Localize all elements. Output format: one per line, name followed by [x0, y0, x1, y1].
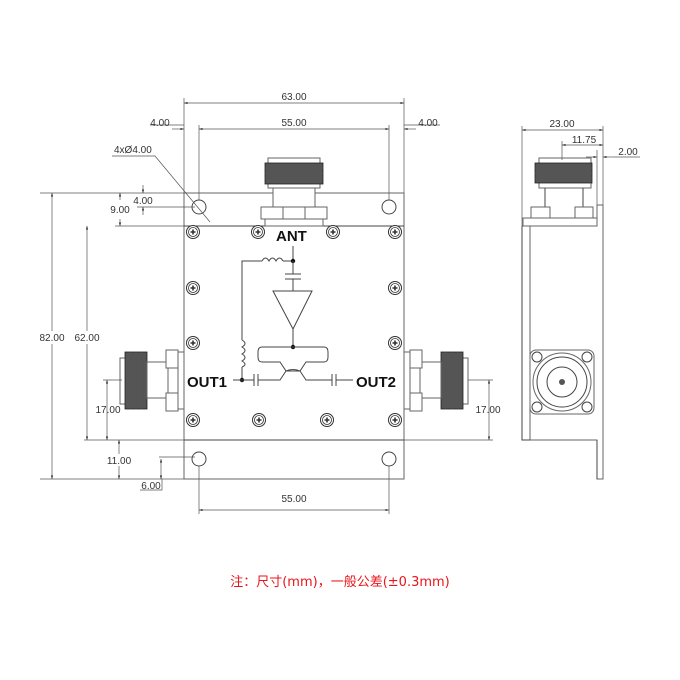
- out1-label: OUT1: [187, 374, 227, 391]
- out2-connector: [403, 349, 469, 412]
- dim-flange-bottom: 11.00: [107, 456, 132, 467]
- out2-label: OUT2: [356, 374, 396, 391]
- ant-label: ANT: [276, 228, 307, 245]
- dim-hole-offset-top: 4.00: [133, 196, 153, 207]
- dim-overall-width: 63.00: [281, 92, 306, 103]
- out1-connector: [119, 349, 185, 412]
- side-connector-face: [529, 349, 595, 415]
- inductor-top: [261, 257, 284, 262]
- dim-flange-height: 9.00: [110, 205, 130, 216]
- dim-hole-spacing-bottom: 55.00: [281, 494, 306, 505]
- dim-out2-height: 17.00: [475, 405, 500, 416]
- dim-side-thickness: 2.00: [618, 147, 638, 158]
- dim-holes: 4xØ4.00: [114, 145, 152, 156]
- housing-outline: [183, 192, 405, 480]
- inductor-left: [241, 339, 246, 368]
- capacitor-ant: [285, 261, 301, 291]
- dim-right-margin: 4.00: [418, 118, 438, 129]
- circuit-schematic: ANT OUT1 OUT2: [187, 228, 396, 391]
- dim-body-height: 62.00: [74, 333, 99, 344]
- front-view: ANT OUT1 OUT2: [119, 157, 469, 480]
- dim-overall-height: 82.00: [39, 333, 64, 344]
- dim-side-connector-offset: 11.75: [572, 135, 597, 146]
- amplifier-triangle: [272, 290, 313, 331]
- dim-hole-offset-bottom: 6.00: [141, 481, 161, 492]
- tolerance-note: 注：尺寸(mm)，一般公差(±0.3mm): [230, 575, 450, 590]
- capacitor-out2: [329, 374, 353, 386]
- capacitor-out1: [233, 374, 262, 386]
- side-view: 23.00 11.75 2.00: [521, 119, 640, 480]
- dim-left-margin: 4.00: [150, 118, 170, 129]
- dimension-lines: 63.00 55.00 4.00 4.00 4xØ4.00 9.00 4.00 …: [32, 92, 501, 514]
- ant-connector: [260, 157, 328, 227]
- dim-hole-spacing-top: 55.00: [281, 118, 306, 129]
- dim-out1-height: 17.00: [95, 405, 120, 416]
- dim-side-width: 23.00: [549, 119, 574, 130]
